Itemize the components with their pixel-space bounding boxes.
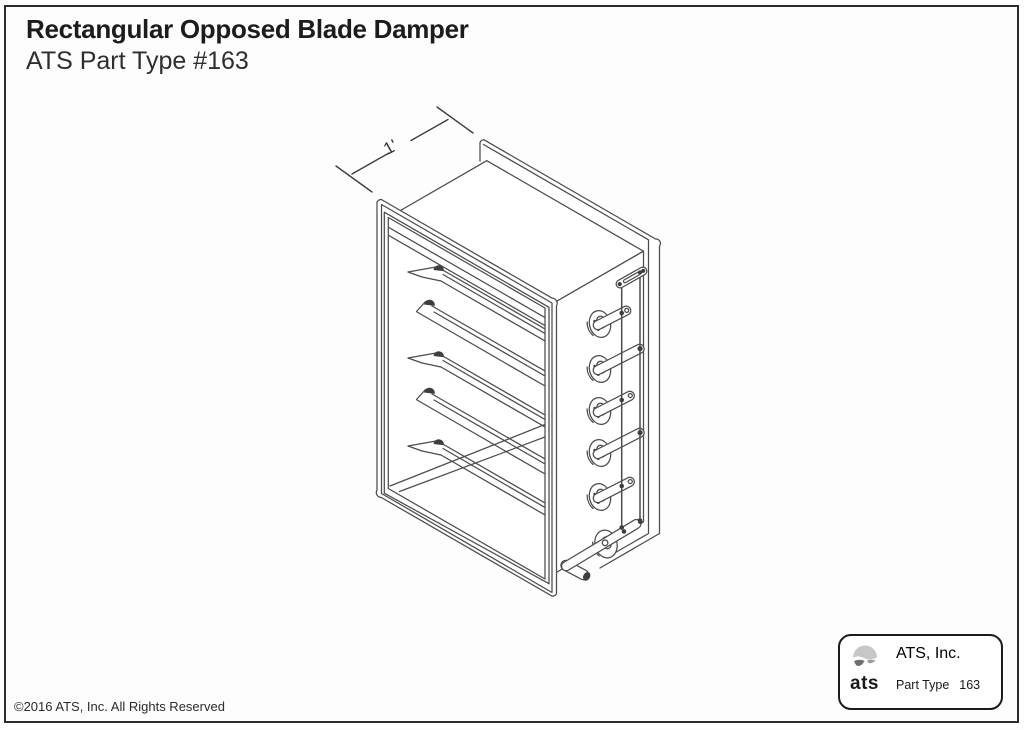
part-type-label: Part Type bbox=[896, 678, 950, 692]
company-logo-box: ats ATS, Inc. Part Type 163 bbox=[838, 634, 1003, 710]
page-border bbox=[4, 5, 1019, 723]
dimension-annotation: 1' bbox=[335, 106, 474, 193]
blade-row-1 bbox=[407, 265, 545, 342]
blade-lever-3 bbox=[592, 390, 635, 418]
blade-row-2 bbox=[415, 299, 545, 387]
blade-lever-5 bbox=[592, 476, 635, 504]
page-subtitle: ATS Part Type #163 bbox=[26, 46, 249, 75]
title-block: Rectangular Opposed Blade Damper ATS Par… bbox=[26, 15, 469, 76]
logo-part-type: Part Type 163 bbox=[896, 678, 980, 692]
linkage-hardware bbox=[560, 266, 648, 581]
damper-blades bbox=[388, 226, 545, 516]
page-title: Rectangular Opposed Blade Damper bbox=[26, 14, 469, 44]
logo-wordmark: ats bbox=[850, 673, 879, 694]
copyright-text: ©2016 ATS, Inc. All Rights Reserved bbox=[14, 699, 225, 714]
logo-column: ats bbox=[850, 644, 890, 695]
logo-company-name: ATS, Inc. bbox=[896, 645, 961, 662]
ats-logo-icon bbox=[853, 645, 877, 666]
blade-row-3 bbox=[407, 351, 545, 428]
linkage-pivot-dots bbox=[619, 270, 643, 530]
blade-row-4 bbox=[415, 387, 545, 475]
dimension-text: 1' bbox=[380, 136, 400, 159]
part-type-value: 163 bbox=[959, 678, 981, 692]
